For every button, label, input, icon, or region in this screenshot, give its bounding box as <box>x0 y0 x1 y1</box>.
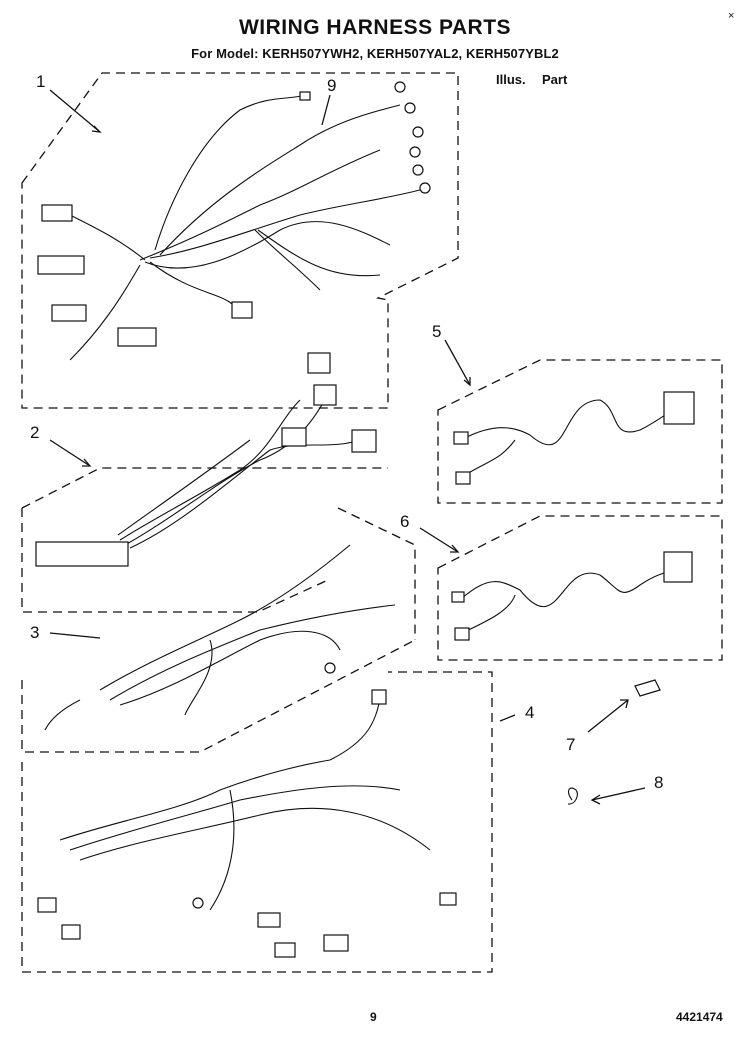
harness-panel-5 <box>437 359 723 504</box>
part-7-clip <box>634 679 661 697</box>
callout-arrows <box>49 89 646 805</box>
callout-8: 8 <box>654 773 664 792</box>
harness-panel-6 <box>437 515 723 661</box>
document-number: 4421474 <box>676 1010 723 1024</box>
callout-5: 5 <box>432 322 442 341</box>
callout-7: 7 <box>566 735 576 754</box>
model-subtitle: For Model: KERH507YWH2, KERH507YAL2, KER… <box>191 46 559 61</box>
part-8-hook <box>567 787 578 805</box>
harness-panel-4 <box>21 671 493 973</box>
callout-1: 1 <box>36 72 46 91</box>
corner-mark: × <box>728 10 735 22</box>
callout-3: 3 <box>30 623 40 642</box>
harness-panel-2 <box>21 352 388 613</box>
page-number: 9 <box>370 1010 377 1024</box>
harness-panel-1 <box>21 72 459 409</box>
callout-6: 6 <box>400 512 410 531</box>
callout-2: 2 <box>30 423 40 442</box>
column-header-part: Part <box>542 72 568 87</box>
callout-9: 9 <box>327 76 337 95</box>
column-header-illus: Illus. <box>496 72 526 87</box>
page-title: WIRING HARNESS PARTS <box>238 16 512 39</box>
callout-4: 4 <box>525 703 535 722</box>
harness-panel-3 <box>21 507 416 753</box>
